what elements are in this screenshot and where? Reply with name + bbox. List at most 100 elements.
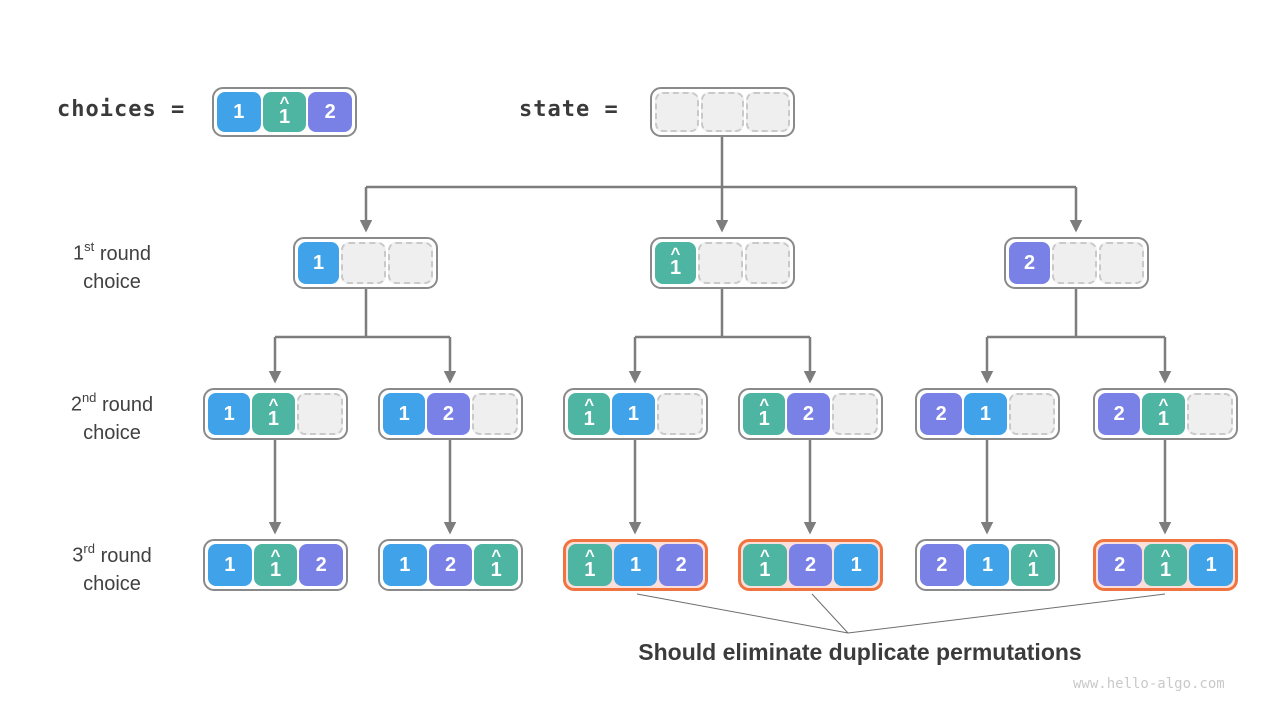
cell-value: 1 [1027,558,1039,581]
element-cell-blue: 1 [383,393,426,435]
cell-value: 2 [315,553,327,576]
cell-value: 1 [1157,407,1170,430]
hat-mark: ^ [584,394,595,414]
cell-value: 1 [584,558,596,581]
cell-value: 2 [935,402,947,425]
empty-cell [700,92,745,132]
cell-value: 1 [669,256,682,279]
ordinal-suffix: rd [83,541,95,556]
cell-value: 1 [312,251,325,274]
element-cell-purple: 2 [428,544,473,586]
choice-word: choice [83,270,141,293]
cell-value: 2 [804,553,817,576]
element-cell-purple: 2 [299,544,344,586]
element-cell-purple: 2 [1098,544,1142,586]
cell-value: 2 [442,402,455,425]
cell-value: 1 [758,407,770,430]
round-number: 2 [70,393,82,416]
state-label: state = [519,97,619,122]
element-cell-purple: 2 [659,544,704,586]
element-cell-teal: ^1 [1143,544,1188,586]
element-cell-purple: 2 [788,544,833,586]
element-cell-blue: 1 [834,544,879,586]
cell-value: 1 [223,402,235,425]
round-number: 3 [72,544,84,567]
cell-value: 1 [759,558,771,581]
hat-mark: ^ [279,92,290,112]
element-cell-teal: ^1 [1011,544,1056,586]
element-cell-purple: 2 [427,393,470,435]
cell-value: 2 [802,402,815,425]
element-cell-blue: 1 [383,544,427,586]
cell-value: 1 [233,100,245,123]
hat-mark: ^ [268,394,279,414]
element-cell-teal: ^1 [252,393,295,435]
element-cell-teal: ^1 [262,92,307,132]
hat-mark: ^ [1158,394,1169,414]
empty-cell [746,92,791,132]
empty-cell [655,92,699,132]
cell-value: 1 [1159,558,1172,581]
node-round1-2: ^1 [650,237,795,289]
empty-cell [831,393,878,435]
watermark: www.hello-algo.com [1073,676,1225,692]
choices-array: 1 ^1 2 [212,87,357,137]
element-cell-teal: ^1 [568,544,612,586]
cell-value: 2 [936,553,948,576]
cell-value: 1 [269,558,282,581]
choice-word: choice [83,572,141,595]
node-round2-1: 1 ^1 [203,388,348,440]
cell-value: 1 [399,553,411,576]
element-cell-purple: 2 [1009,242,1050,284]
cell-value: 2 [1023,251,1036,274]
element-cell-teal: ^1 [474,544,519,586]
cell-value: 1 [398,402,410,425]
element-cell-teal: ^1 [253,544,298,586]
cell-value: 1 [629,553,642,576]
cell-value: 1 [583,407,595,430]
cell-value: 1 [981,553,994,576]
round-word: round [99,242,151,265]
element-cell-purple: 2 [1098,393,1141,435]
empty-cell [388,242,433,284]
round-word: round [102,393,154,416]
element-cell-purple: 2 [787,393,830,435]
round-word: round [100,544,152,567]
duplicate-callout-lines [636,593,1166,634]
cell-value: 1 [979,402,992,425]
cell-value: 1 [1205,553,1217,576]
empty-cell [1008,393,1055,435]
state-array [650,87,795,137]
empty-cell [1052,242,1097,284]
round-number: 1 [73,242,85,265]
element-cell-blue: 1 [208,544,252,586]
cell-value: 1 [627,402,640,425]
element-cell-purple: 2 [308,92,353,132]
node-round1-3: 2 [1004,237,1149,289]
choices-label: choices = [57,97,186,122]
node-round1-1: 1 [293,237,438,289]
element-cell-purple: 2 [920,393,963,435]
choice-word: choice [83,421,141,444]
element-cell-blue: 1 [965,544,1010,586]
hat-mark: ^ [491,545,502,565]
hat-mark: ^ [670,243,681,263]
hat-mark: ^ [270,545,281,565]
empty-cell [341,242,386,284]
empty-cell [296,393,343,435]
element-cell-blue: 1 [208,393,251,435]
element-cell-teal: ^1 [568,393,611,435]
cell-value: 2 [324,100,336,123]
